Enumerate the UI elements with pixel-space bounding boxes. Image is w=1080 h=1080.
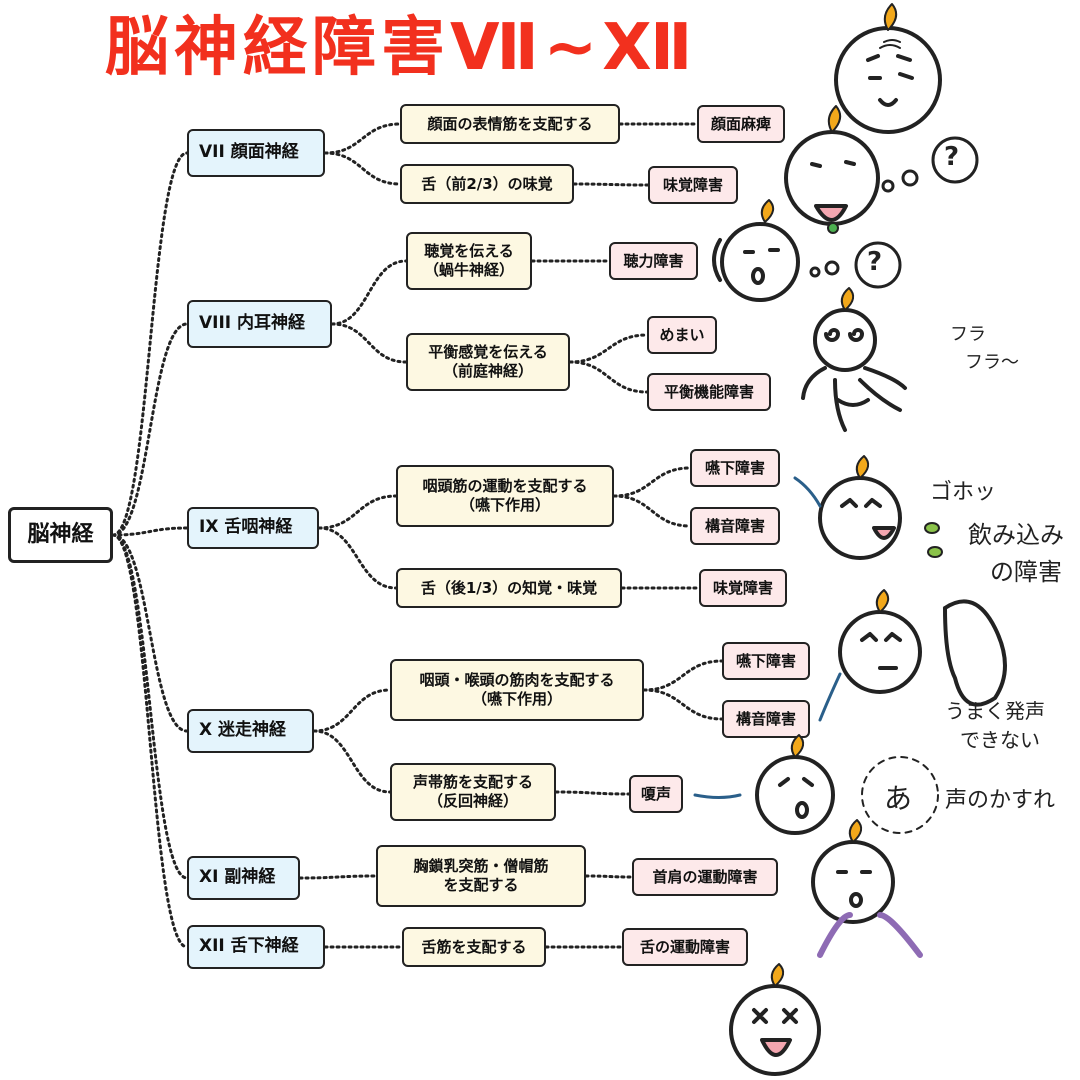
nerve-node-12: XII 舌下神経 (187, 925, 325, 969)
flame-icon (840, 287, 855, 311)
flame-icon (790, 734, 805, 758)
symptom-node: 顔面麻痺 (697, 105, 785, 143)
connector-root-nerve (111, 533, 189, 949)
connector-root-nerve (111, 526, 189, 537)
connector-nerve-function (312, 729, 392, 794)
thought-bubble-icon (854, 241, 902, 289)
function-node: 咽頭筋の運動を支配する （嚥下作用） (396, 465, 614, 527)
question-mark: ? (867, 247, 883, 277)
connector-function-symptom (572, 182, 650, 187)
symptom-node: 構音障害 (690, 507, 780, 545)
symptom-node: 味覚障害 (648, 166, 738, 204)
connector-root-nerve (111, 322, 189, 537)
connector-nerve-function (317, 494, 398, 530)
swallow-caption: の障害 (990, 558, 1062, 586)
connector-root-nerve (111, 151, 189, 537)
function-node: 舌（後1/3）の知覚・味覚 (396, 568, 622, 608)
speech-caption: できない (960, 728, 1040, 752)
nerve-node-8: VIII 内耳神経 (187, 300, 332, 348)
arrow-icon (818, 672, 842, 722)
arrow-icon (793, 476, 822, 508)
function-node: 舌（前2/3）の味覚 (400, 164, 574, 204)
connector-root-nerve (111, 533, 189, 733)
symptom-node: 味覚障害 (699, 569, 787, 607)
connector-function-symptom (584, 874, 634, 879)
flame-icon (875, 589, 890, 613)
flame-icon (883, 3, 898, 31)
face-doodle (818, 476, 902, 560)
dizzy-figure-doodle (801, 308, 907, 432)
voice-caption: 声のかすれ (945, 788, 1056, 813)
connector-function-symptom (554, 790, 631, 796)
question-mark: ? (944, 142, 960, 172)
flame-icon (855, 455, 870, 479)
connector-nerve-function (312, 688, 392, 733)
face-doodle (755, 755, 835, 835)
page-title: 脳神経障害Ⅶ~Ⅻ (105, 11, 698, 85)
face-doodle (784, 130, 880, 234)
function-node: 舌筋を支配する (402, 927, 546, 967)
cough-caption: ゴホッ (930, 480, 997, 505)
dizzy-caption: フラ (950, 324, 986, 345)
thought-bubble-icon (931, 136, 979, 184)
connector-nerve-function (323, 151, 402, 186)
connector-nerve-function (323, 122, 402, 155)
dizzy-caption: フラ〜 (965, 352, 1019, 373)
root-node: 脳神経 (8, 507, 113, 563)
swallow-caption: 飲み込み (968, 521, 1064, 549)
symptom-node: 構音障害 (722, 700, 810, 738)
speech-caption: うまく発声 (945, 699, 1045, 723)
face-doodle (834, 26, 942, 134)
function-node: 胸鎖乳突筋・僧帽筋 を支配する (376, 845, 586, 907)
connector-nerve-function (330, 322, 408, 364)
symptom-node: 嚥下障害 (690, 449, 780, 487)
connector-function-symptom (642, 688, 724, 721)
nerve-node-10: X 迷走神経 (187, 709, 314, 753)
flame-icon (760, 199, 775, 223)
connector-root-nerve (111, 533, 189, 880)
flame-icon (848, 819, 863, 843)
connector-function-symptom (642, 659, 724, 692)
flame-icon (827, 105, 842, 133)
nerve-node-9: IX 舌咽神経 (187, 507, 319, 549)
connector-nerve-function (298, 874, 378, 880)
symptom-node: 舌の運動障害 (622, 928, 748, 966)
symptom-node: 嚥下障害 (722, 642, 810, 680)
connector-nerve-function (317, 526, 398, 590)
flame-icon (770, 963, 785, 987)
face-doodle (729, 984, 821, 1076)
function-node: 聴覚を伝える （蝸牛神経） (406, 232, 532, 290)
function-node: 顔面の表情筋を支配する (400, 104, 620, 144)
connector-nerve-function (330, 259, 408, 326)
connector-function-symptom (612, 466, 692, 498)
nerve-node-7: VII 顔面神経 (187, 129, 325, 177)
connector-function-symptom (568, 360, 649, 394)
connector-function-symptom (568, 333, 649, 364)
arrow-icon (693, 793, 742, 799)
function-node: 声帯筋を支配する （反回神経） (390, 763, 556, 821)
face-doodle (811, 840, 923, 958)
face-doodle (838, 599, 1007, 707)
nerve-node-11: XI 副神経 (187, 856, 300, 900)
symptom-node: めまい (647, 316, 717, 354)
face-doodle (712, 222, 800, 302)
connector-function-symptom (612, 494, 692, 528)
symptom-node: 首肩の運動障害 (632, 858, 778, 896)
speech-bubble-icon (861, 756, 939, 834)
function-node: 平衡感覚を伝える （前庭神経） (406, 333, 570, 391)
function-node: 咽頭・喉頭の筋肉を支配する （嚥下作用） (390, 659, 644, 721)
symptom-node: 平衡機能障害 (647, 373, 771, 411)
symptom-node: 聴力障害 (609, 242, 698, 280)
symptom-node: 嗄声 (629, 775, 683, 813)
voice-bubble-text: あ (884, 782, 913, 815)
